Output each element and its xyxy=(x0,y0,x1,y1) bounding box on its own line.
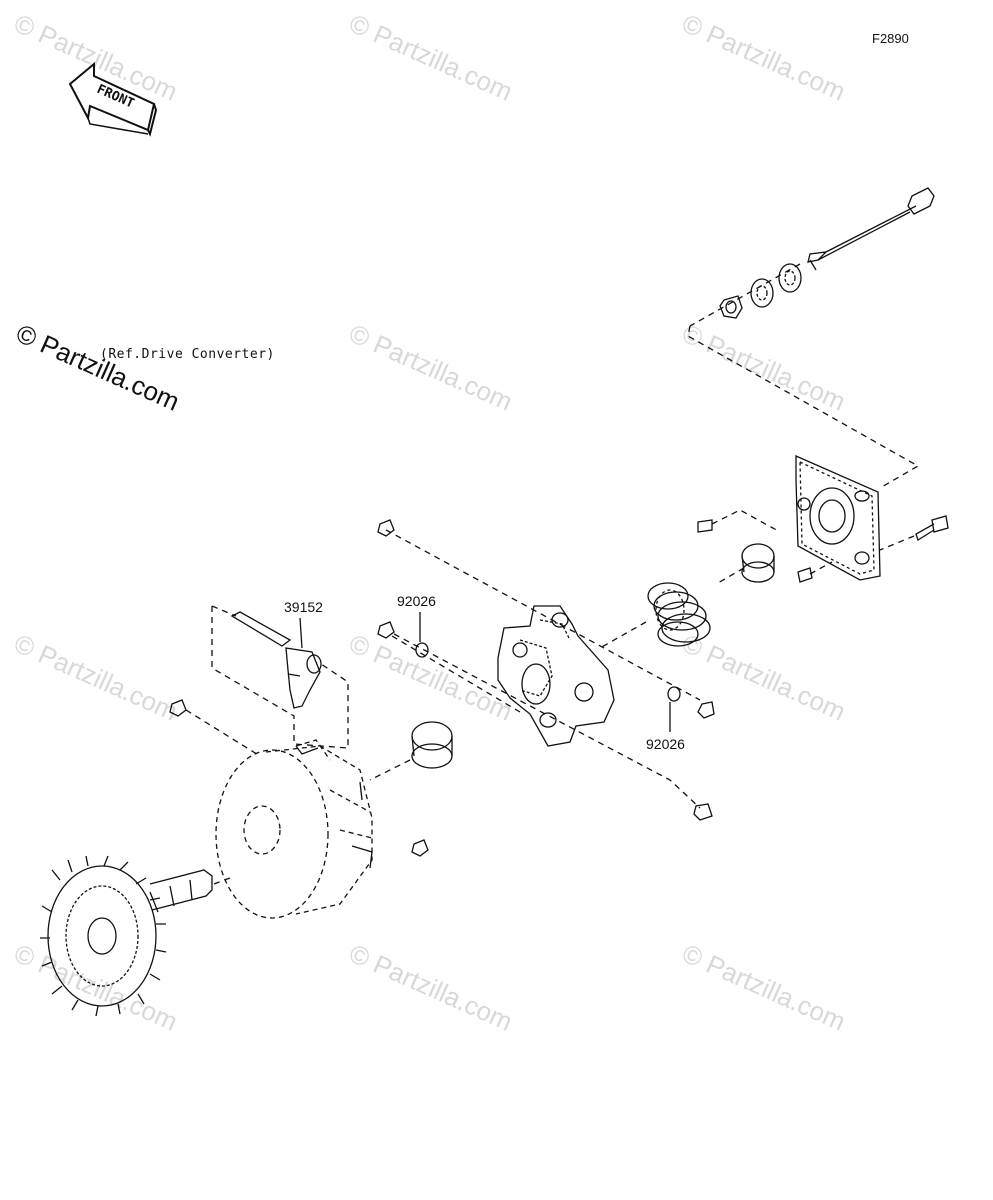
bolt-small xyxy=(915,515,949,541)
part-number-oring-lower[interactable]: 92026 xyxy=(646,736,685,752)
nut-small xyxy=(169,519,715,857)
part-number-oring-upper[interactable]: 92026 xyxy=(397,593,436,609)
figure-code: F2890 xyxy=(872,31,909,46)
arm-part xyxy=(285,647,322,709)
bolt xyxy=(807,187,935,271)
part-number-arm[interactable]: 39152 xyxy=(284,599,323,615)
fixed-sheave-fan xyxy=(40,855,167,1017)
front-arrow-icon: FRONT xyxy=(68,61,158,137)
bracket-plate xyxy=(795,455,881,581)
bushing xyxy=(741,543,775,583)
spider-hub xyxy=(497,605,615,747)
washer xyxy=(750,263,802,308)
nut xyxy=(719,295,743,319)
reference-note: (Ref.Drive Converter) xyxy=(100,347,275,362)
movable-sheave xyxy=(215,739,373,919)
bushing-left xyxy=(411,721,453,769)
o-ring xyxy=(415,642,681,702)
spring xyxy=(647,582,711,647)
shaft xyxy=(149,869,213,913)
